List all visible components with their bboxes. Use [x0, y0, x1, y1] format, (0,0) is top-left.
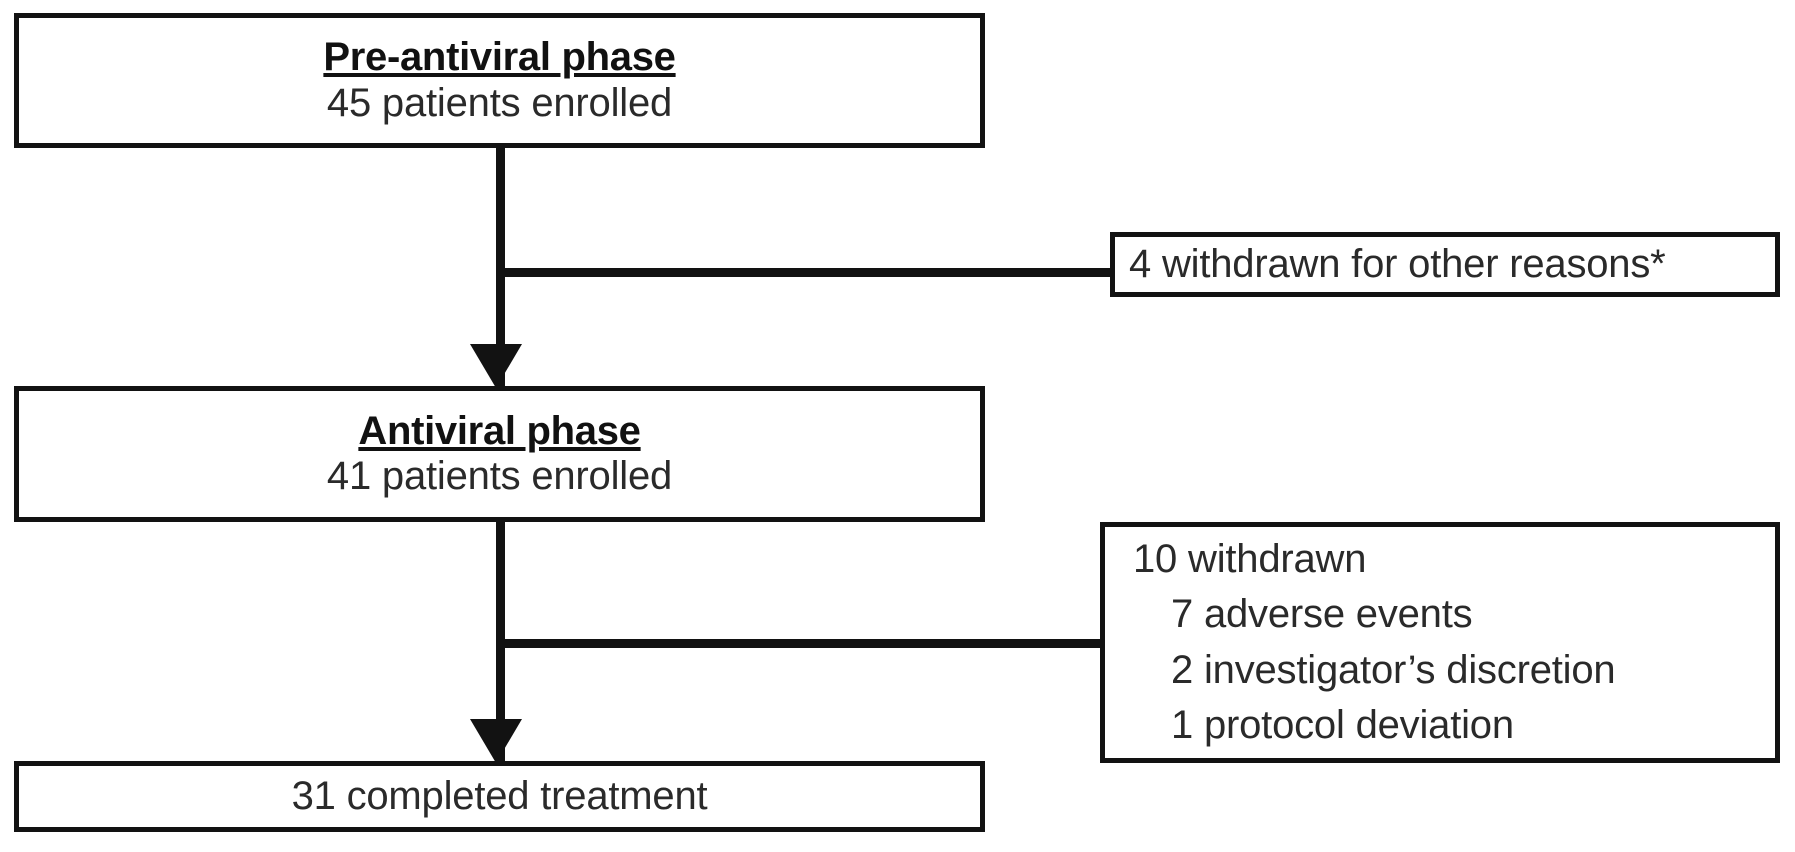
withdrawn-reason-protocol-deviation: 1 protocol deviation — [1171, 702, 1514, 747]
node-antiviral-phase: Antiviral phase 41 patients enrolled — [14, 386, 985, 522]
node-withdrawn-other-reasons: 4 withdrawn for other reasons* — [1110, 232, 1780, 297]
arrowhead-down-to-completed — [470, 719, 522, 763]
connector-horizontal-to-withdrawn-other — [496, 268, 1114, 277]
node-completed-treatment: 31 completed treatment — [14, 761, 985, 832]
node-antiviral-subtitle: 41 patients enrolled — [326, 454, 673, 499]
node-pre-antiviral-phase: Pre-antiviral phase 45 patients enrolled — [14, 13, 985, 148]
withdrawn-reason-investigator-discretion: 2 investigator’s discretion — [1171, 647, 1616, 692]
node-completed-label: 31 completed treatment — [291, 774, 708, 818]
node-withdrawn-other-label: 4 withdrawn for other reasons* — [1129, 242, 1666, 286]
withdrawn-reason-adverse-events: 7 adverse events — [1171, 592, 1473, 637]
node-pre-antiviral-subtitle: 45 patients enrolled — [326, 80, 673, 125]
node-pre-antiviral-title: Pre-antiviral phase — [323, 35, 676, 80]
withdrawn-detail-heading: 10 withdrawn — [1133, 537, 1367, 582]
connector-horizontal-to-withdrawn-detail — [496, 639, 1104, 648]
arrowhead-down-to-antiviral — [470, 344, 522, 388]
node-withdrawn-detail: 10 withdrawn 7 adverse events 2 investig… — [1100, 522, 1780, 763]
node-antiviral-title: Antiviral phase — [358, 408, 641, 453]
